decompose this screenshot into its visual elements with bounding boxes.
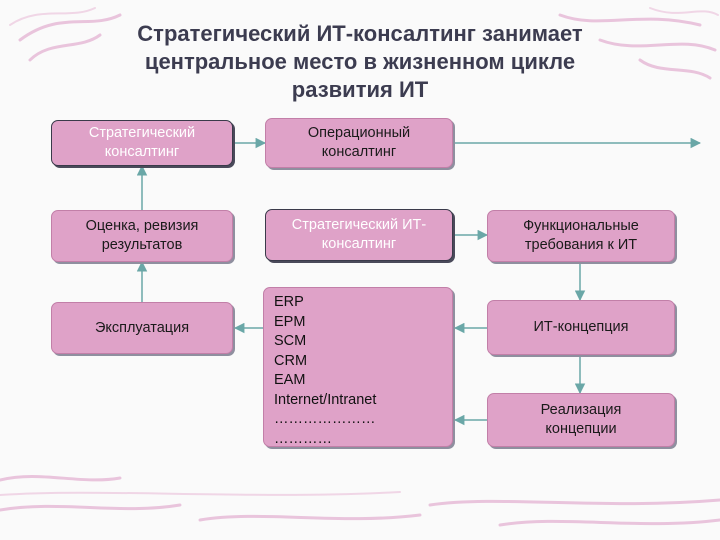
list-item: Internet/Intranet [274,391,442,411]
box-label: Оценка, ревизия [86,217,199,236]
list-item: EAM [274,371,442,391]
box-label: Стратегический [89,124,195,143]
strategic-it-consulting-box: Стратегический ИТ-консалтинг [265,209,453,261]
box-label: Функциональные [523,217,639,236]
systems-list-box: ERP EPM SCM CRM EAM Internet/Intranet ……… [263,287,453,447]
exploitation-box: Эксплуатация [51,302,233,354]
list-item: ………………… [274,410,442,430]
box-label: результатов [86,236,199,255]
it-concept-box: ИТ-концепция [487,300,675,355]
box-label: Реализация [541,401,622,420]
box-label: требования к ИТ [523,236,639,255]
list-item: SCM [274,332,442,352]
list-item: EPM [274,313,442,333]
box-label: Стратегический ИТ- [292,216,426,235]
box-label: концепции [541,420,622,439]
box-label: консалтинг [292,235,426,254]
box-label: консалтинг [308,143,410,162]
box-label: ИТ-концепция [533,318,628,337]
list-item: ………… [274,430,442,450]
list-item: CRM [274,352,442,372]
box-label: Операционный [308,124,410,143]
box-label: Эксплуатация [95,319,189,338]
box-label: консалтинг [89,143,195,162]
list-item: ERP [274,293,442,313]
